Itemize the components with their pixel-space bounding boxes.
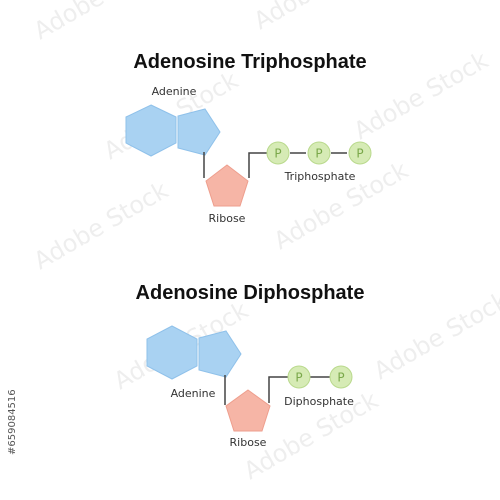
atp-adenine-pentagon: [177, 108, 221, 156]
adp-ribose-label: Ribose: [230, 436, 267, 449]
atp-adenine-label: Adenine: [152, 85, 197, 98]
atp-adenine-hexagon: [125, 104, 177, 157]
adp-phosphate-1: P: [287, 365, 311, 389]
adp-phosphate-group-label: Diphosphate: [284, 395, 354, 408]
adp-adenine-hexagon: [146, 325, 198, 380]
watermark-text: Adobe Stock: [369, 286, 500, 385]
atp-phosphate-3: P: [348, 141, 372, 165]
watermark-text: Adobe Stock: [29, 176, 173, 275]
atp-phosphate-group-label: Triphosphate: [284, 170, 356, 183]
svg-text:P: P: [295, 371, 302, 385]
adp-title: Adenosine Diphosphate: [136, 282, 365, 304]
watermark-text: Adobe Stock: [349, 46, 493, 145]
adp-section: Adenosine Diphosphate Adenine Ribose P P…: [136, 282, 365, 449]
atp-phosphate-1: P: [266, 141, 290, 165]
watermark-text: Adobe Stock: [29, 0, 173, 45]
atp-ribose-pentagon: [205, 164, 249, 207]
adp-phosphate-2: P: [329, 365, 353, 389]
stock-id: #659084516: [7, 389, 18, 455]
svg-text:P: P: [337, 371, 344, 385]
atp-title: Adenosine Triphosphate: [133, 51, 366, 73]
adp-ribose-phosphate-bond: [268, 376, 288, 403]
adp-adenine-pentagon: [198, 330, 242, 378]
atp-ribose-phosphate-bond: [248, 152, 267, 178]
atp-phosphate-2: P: [307, 141, 331, 165]
svg-text:P: P: [274, 147, 281, 161]
svg-text:P: P: [315, 147, 322, 161]
adp-adenine-label: Adenine: [171, 387, 216, 400]
atp-section: Adenosine Triphosphate Adenine Ribose P …: [125, 51, 372, 225]
adp-ribose-pentagon: [225, 389, 271, 432]
svg-text:P: P: [356, 147, 363, 161]
watermark-text: Adobe Stock: [249, 0, 393, 35]
atp-ribose-label: Ribose: [209, 212, 246, 225]
